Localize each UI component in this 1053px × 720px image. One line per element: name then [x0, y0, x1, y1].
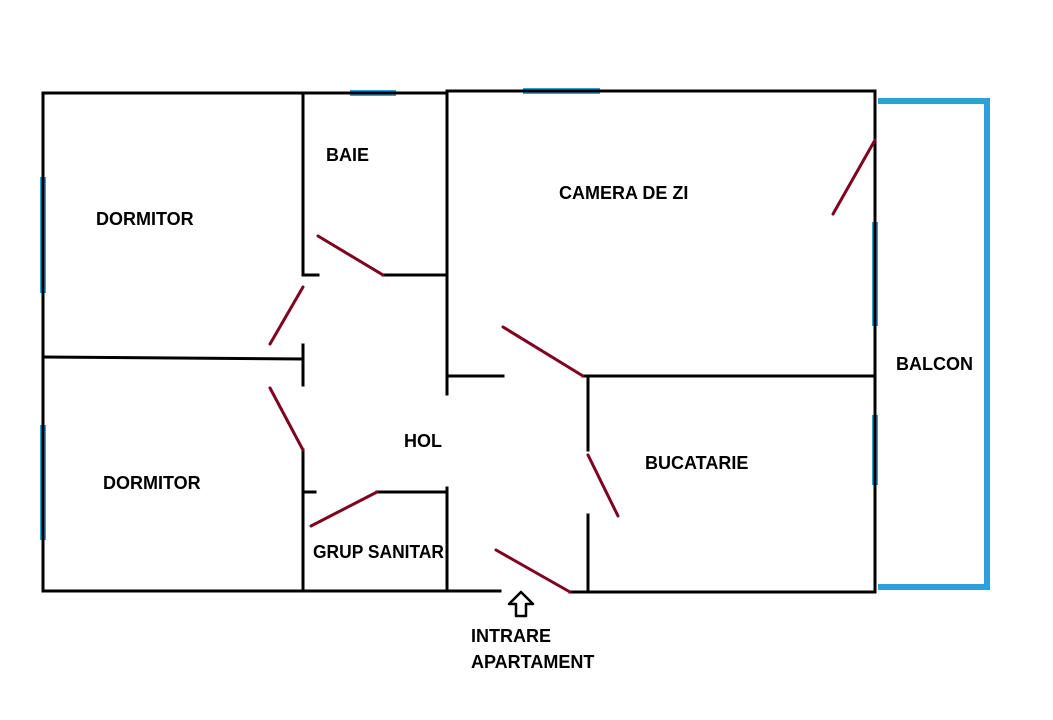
windows — [40, 88, 990, 590]
door-grup-sanitar — [309, 490, 379, 528]
label-camera-de-zi: CAMERA DE ZI — [559, 183, 688, 203]
up-arrow-icon — [507, 590, 535, 618]
label-intrare: INTRARE — [471, 626, 551, 646]
label-balcon: BALCON — [896, 354, 973, 374]
door-bucatarie — [586, 453, 620, 518]
label-baie: BAIE — [326, 145, 369, 165]
wall — [41, 355, 305, 361]
label-apartament: APARTAMENT — [471, 652, 594, 672]
door-camera-de-zi — [501, 325, 585, 378]
door-intrare — [494, 548, 572, 594]
door-dormitor-bottom — [268, 386, 305, 452]
door-dormitor-top — [268, 285, 305, 346]
label-dormitor-bottom: DORMITOR — [103, 473, 201, 493]
door-balcon — [831, 138, 877, 216]
label-bucatarie: BUCATARIE — [645, 453, 748, 473]
room-labels: DORMITOR DORMITOR BAIE CAMERA DE ZI HOL … — [96, 145, 973, 672]
doors — [268, 138, 877, 594]
window-balcon-outline — [878, 98, 990, 590]
walls — [41, 89, 877, 594]
door-baie — [316, 234, 385, 277]
label-grup-sanitar: GRUP SANITAR — [313, 542, 444, 562]
label-hol: HOL — [404, 431, 442, 451]
label-dormitor-top: DORMITOR — [96, 209, 194, 229]
